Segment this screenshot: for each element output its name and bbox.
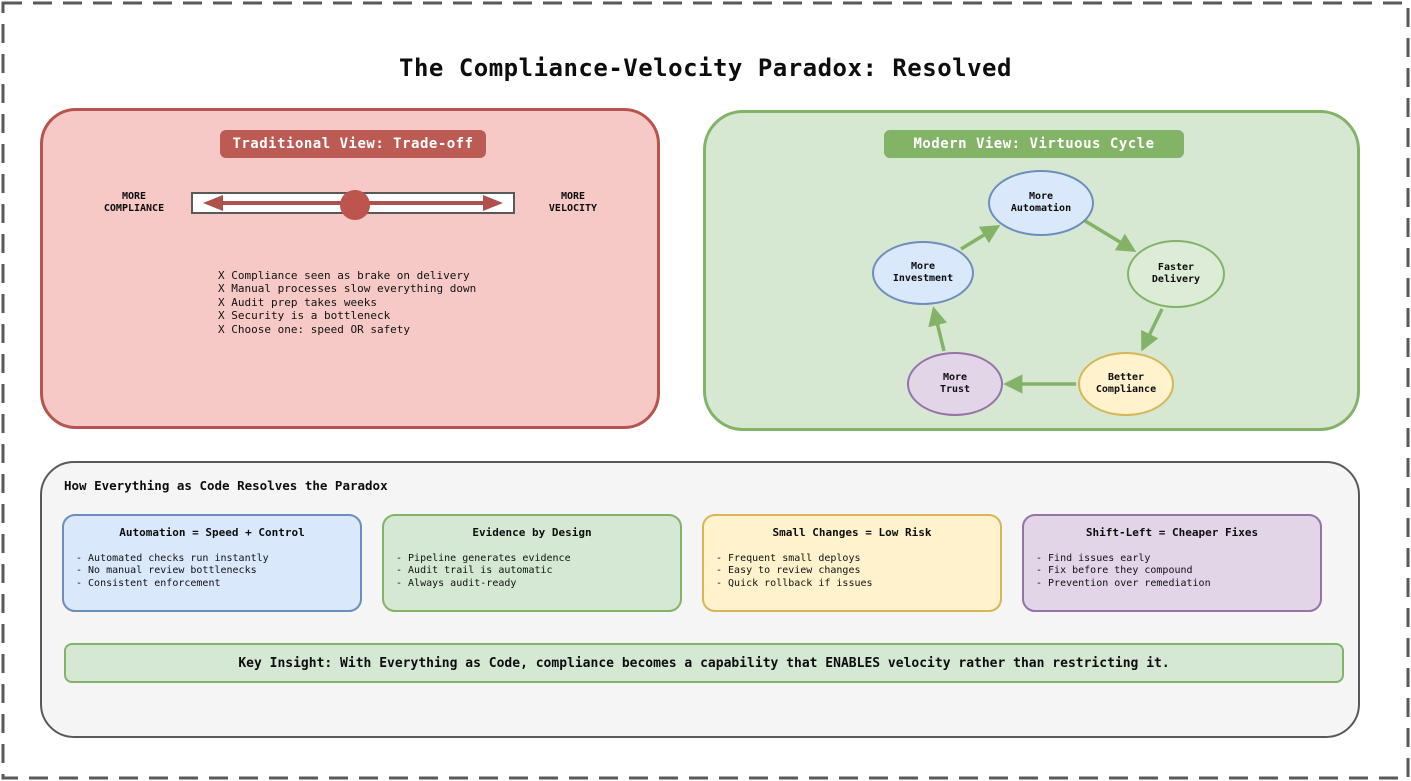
cycle-node-label: Better Compliance [1095, 372, 1157, 395]
modern-view-panel: Modern View: Virtuous Cycle More Automat… [703, 110, 1360, 431]
tradeoff-point: X Choose one: speed OR safety [218, 322, 411, 336]
cycle-node-more-investment: More Investment [872, 241, 974, 305]
tradeoff-slider-track [191, 190, 515, 220]
card-point-list: - Frequent small deploys - Easy to revie… [716, 553, 1000, 590]
card-point: - Frequent small deploys [716, 553, 861, 564]
card-evidence: Evidence by Design - Pipeline generates … [382, 514, 682, 612]
resolution-title: How Everything as Code Resolves the Para… [64, 478, 388, 493]
card-title: Shift-Left = Cheaper Fixes [1085, 526, 1259, 539]
cycle-arrows [928, 217, 1164, 394]
more-compliance-label: MORE COMPLIANCE [103, 191, 165, 214]
page-title: The Compliance-Velocity Paradox: Resolve… [399, 54, 1012, 82]
card-point: - Automated checks run instantly [76, 553, 269, 564]
tradeoff-point: X Audit prep takes weeks [218, 295, 377, 309]
cycle-node-more-automation: More Automation [988, 170, 1094, 236]
tradeoff-point: X Manual processes slow everything down [218, 282, 477, 296]
traditional-view-header: Traditional View: Trade-off [220, 130, 486, 158]
card-point: - Prevention over remediation [1036, 577, 1211, 589]
tradeoff-slider-knob [340, 190, 370, 220]
cycle-node-faster-delivery: Faster Delivery [1127, 240, 1225, 308]
card-shift-left: Shift-Left = Cheaper Fixes - Find issues… [1022, 514, 1322, 612]
card-automation: Automation = Speed + Control - Automated… [62, 514, 362, 612]
tradeoff-point: X Compliance seen as brake on delivery [218, 269, 470, 282]
card-point: - Quick rollback if issues [716, 577, 873, 589]
card-point-list: - Automated checks run instantly - No ma… [76, 553, 360, 590]
card-point: - Pipeline generates evidence [396, 553, 571, 564]
card-point: - Find issues early [1036, 553, 1151, 564]
traditional-view-panel: Traditional View: Trade-off MORE COMPLIA… [40, 108, 660, 429]
arrow-investment-to-automation [960, 224, 1001, 251]
cycle-node-better-compliance: Better Compliance [1078, 352, 1174, 416]
arrow-trust-to-investment [928, 306, 948, 352]
card-title: Evidence by Design [472, 526, 592, 539]
cycle-node-label: Faster Delivery [1151, 262, 1201, 285]
arrow-automation-to-delivery [1081, 217, 1137, 252]
cycle-node-more-trust: More Trust [907, 352, 1003, 416]
card-point: - Consistent enforcement [76, 577, 221, 589]
card-point-list: - Find issues early - Fix before they co… [1036, 553, 1320, 590]
card-title: Automation = Speed + Control [119, 526, 305, 539]
card-point: - Fix before they compound [1036, 565, 1193, 577]
tradeoff-point: X Security is a bottleneck [218, 309, 391, 323]
card-point: - Always audit-ready [396, 577, 517, 589]
key-insight-text: Key Insight: With Everything as Code, co… [238, 655, 1170, 671]
resolution-panel: How Everything as Code Resolves the Para… [40, 461, 1360, 738]
card-point: - Easy to review changes [716, 565, 861, 577]
card-point-list: - Pipeline generates evidence - Audit tr… [396, 553, 680, 590]
arrow-delivery-to-compliance [1141, 308, 1164, 352]
card-small-changes: Small Changes = Low Risk - Frequent smal… [702, 514, 1002, 612]
cycle-node-label: More Investment [892, 261, 954, 284]
card-title: Small Changes = Low Risk [772, 526, 932, 539]
key-insight-banner: Key Insight: With Everything as Code, co… [64, 643, 1344, 683]
card-point: - Audit trail is automatic [396, 565, 553, 577]
more-velocity-label: MORE VELOCITY [548, 191, 598, 214]
tradeoff-point-list: X Compliance seen as brake on delivery X… [218, 269, 476, 336]
card-point: - No manual review bottlenecks [76, 565, 257, 577]
cycle-node-label: More Trust [939, 372, 971, 395]
cycle-node-label: More Automation [1010, 191, 1072, 214]
